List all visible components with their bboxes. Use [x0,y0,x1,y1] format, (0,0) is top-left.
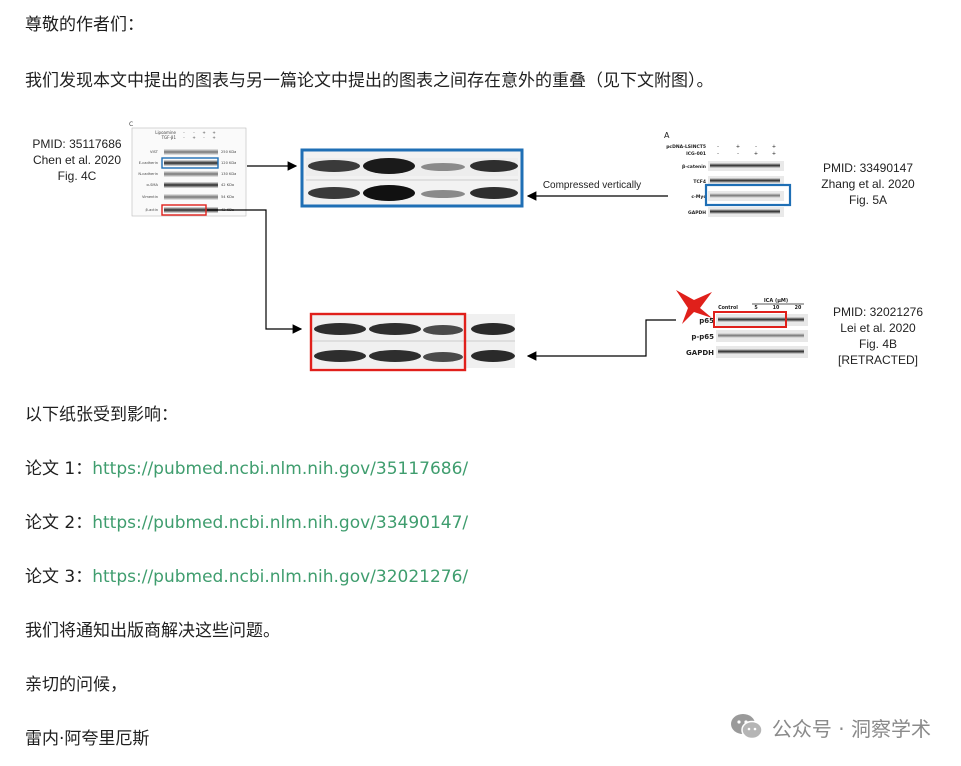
chen-red-box [161,204,207,216]
caption-zhang: PMID: 33490147 Zhang et al. 2020 Fig. 5A [821,161,915,207]
notify-paragraph: 我们将通知出版商解决这些问题。 [25,621,280,641]
paper-2-label: 论文 2： [25,513,93,533]
watermark: 公众号 · 洞察学术 [730,712,931,742]
wechat-icon [730,714,763,740]
chen-sign: + [212,130,215,135]
chen-sign: - [183,130,185,135]
chen-row-label: VIST [150,150,159,154]
chen-sign: - [203,135,205,140]
lei-column-label: Control [718,305,738,311]
zhang-row-label: TCF4 [693,179,706,185]
lei-treatment-label: ICA (μM) [764,298,788,304]
zhang-row-label: β-catenin [682,164,706,170]
svg-text:+: + [772,144,776,150]
paper-2-line: 论文 2：https://pubmed.ncbi.nlm.nih.gov/334… [25,512,468,534]
lei-column-label: 10 [773,305,780,311]
chen-row-label: E-cadherin [139,161,158,165]
paper-3-link[interactable]: https://pubmed.ncbi.nlm.nih.gov/32021276… [92,567,469,587]
chen-panel-letter: C [129,121,133,128]
svg-text:+: + [754,151,758,157]
svg-text:-: - [717,144,719,150]
chen-sign: - [183,135,185,140]
paper-1-line: 论文 1：https://pubmed.ncbi.nlm.nih.gov/351… [25,458,468,480]
figure-drawing: C Lipoamine TGF-β1 - - + + - + - + VIST … [129,121,808,372]
lei-row-label: p65 [699,317,714,325]
lei-row-label: GAPDH [686,349,714,357]
chen-size-label: 250 KDa [221,150,236,154]
lei-red-box [713,311,787,328]
svg-text:-: - [717,151,719,157]
chen-size-label: 130 KDa [221,172,236,176]
paper-2-link[interactable]: https://pubmed.ncbi.nlm.nih.gov/33490147… [92,513,469,533]
signature: 雷内·阿夸里厄斯 [25,729,150,749]
paper-3-label: 论文 3： [25,567,93,587]
chen-sign: - [193,130,195,135]
lei-column-label: 5 [754,305,757,311]
chen-sign: + [202,130,205,135]
zhang-row-label: GAPDH [688,210,706,216]
blue-enlarged-blot [300,148,524,208]
chen-fig4c-panel: C Lipoamine TGF-β1 - - + + - + - + VIST … [129,121,247,217]
zhang-panel-letter: A [664,131,670,140]
watermark-text: 公众号 · 洞察学术 [771,716,931,741]
intro-paragraph: 我们发现本文中提出的图表与另一篇论文中提出的图表之间存在意外的重叠（见下文附图）… [25,71,714,91]
chen-sign: + [192,135,195,140]
zhang-blue-box [704,183,792,207]
svg-text:-: - [737,151,739,157]
paper-1-label: 论文 1： [25,459,93,479]
lei-fig4b-panel: ICA (μM) Control 5 10 20 p65 p-p65 GAPDH [676,290,808,358]
affected-heading: 以下纸张受到影响： [25,405,178,425]
paper-1-link[interactable]: https://pubmed.ncbi.nlm.nih.gov/35117686… [92,459,469,479]
chen-sign: + [212,135,215,140]
paper-3-line: 论文 3：https://pubmed.ncbi.nlm.nih.gov/320… [25,566,468,588]
greeting: 尊敬的作者们： [25,15,144,35]
caption-lei: PMID: 32021276 Lei et al. 2020 Fig. 4B [… [832,305,924,367]
red-enlarged-blot [309,312,515,372]
caption-chen: PMID: 35117686 Chen et al. 2020 Fig. 4C [32,137,122,183]
chen-size-label: 120 KDa [221,161,236,165]
chen-row-label: Vimentin [142,195,158,199]
chen-header-row-2: TGF-β1 [161,135,177,140]
zhang-fig5a-panel: A pcDNA-LSINCT5 ICG-001 - + - + - - + + … [664,131,792,217]
lei-row-label: p-p65 [691,333,714,341]
chen-blue-box [161,157,219,169]
chen-header-row-1: Lipoamine [155,130,176,135]
svg-text:+: + [772,151,776,157]
svg-text:+: + [736,144,740,150]
zhang-row-label: c-Myc [691,194,706,200]
chen-size-label: 54 KDa [221,195,234,199]
lei-column-label: 20 [795,305,802,311]
chen-row-label: β-actin [146,208,158,212]
chen-row-label: N-cadherin [138,172,158,176]
chen-size-label: 42 KDa [221,183,234,187]
overlap-figure: C Lipoamine TGF-β1 - - + + - + - + VIST … [0,118,961,378]
compressed-vertically-label: Compressed vertically [543,180,641,191]
closing: 亲切的问候， [25,675,127,695]
chen-row-label: α-SMA [146,183,158,187]
red-mark-decoration [676,290,712,324]
svg-text:-: - [755,144,757,150]
zhang-header: pcDNA-LSINCT5 [666,144,706,150]
zhang-header: ICG-001 [686,151,706,157]
